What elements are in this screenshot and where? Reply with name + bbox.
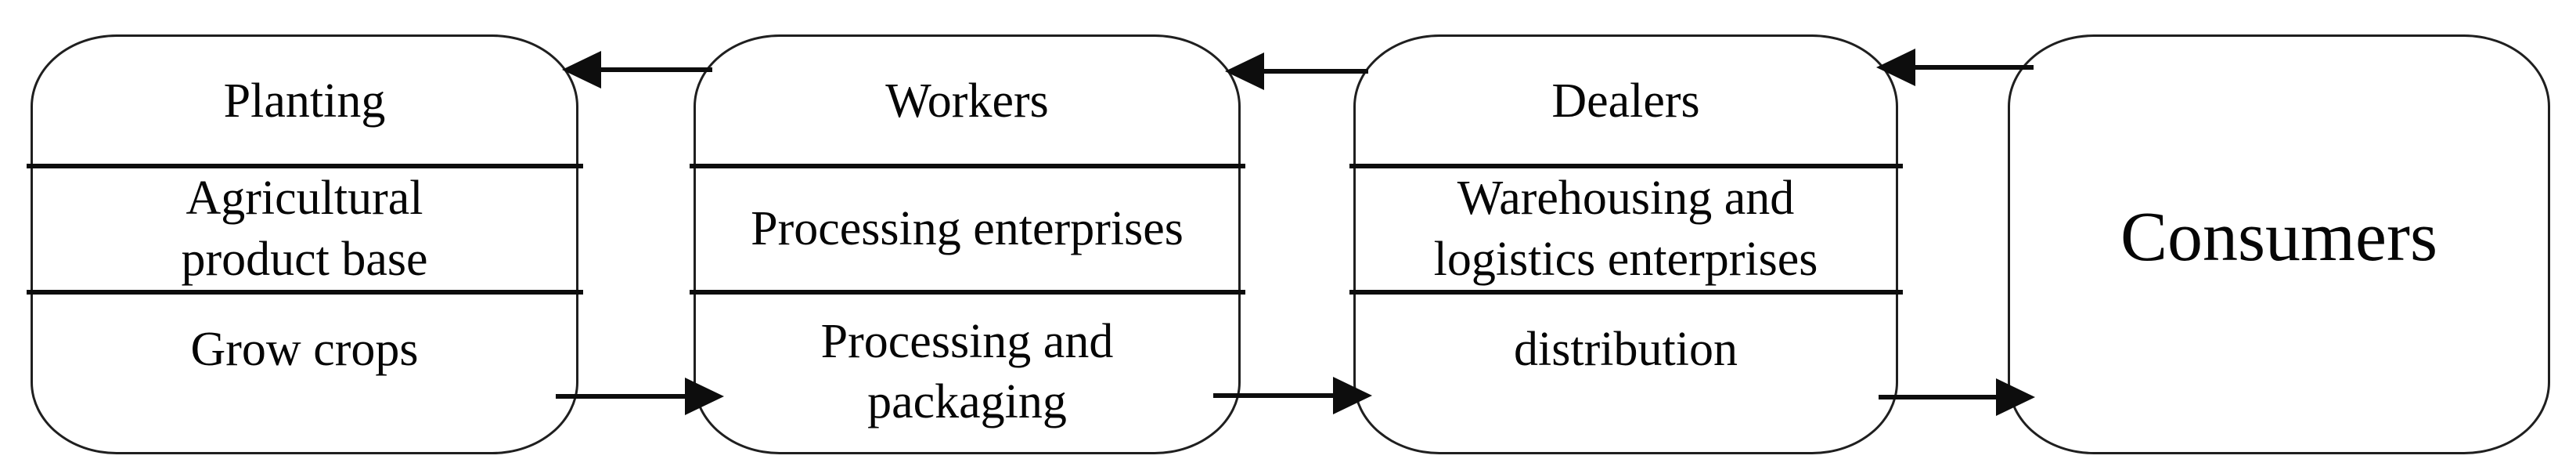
warehousing-logistics-label: Warehousing and logistics enterprises bbox=[1433, 172, 1818, 286]
divider-line bbox=[690, 290, 1245, 295]
agricultural-product-base-label: Agricultural product base bbox=[181, 172, 428, 286]
arrow-shaft bbox=[1879, 395, 1996, 400]
node-workers: Workers Processing enterprises Processin… bbox=[690, 34, 1245, 454]
arrow-shaft bbox=[601, 67, 712, 72]
arrowhead-left-icon bbox=[1225, 52, 1264, 90]
node-planting-row-entity: Agricultural product base bbox=[33, 166, 576, 292]
arrow-shaft bbox=[1264, 69, 1368, 74]
processing-and-packaging-label: Processing and packaging bbox=[820, 314, 1114, 429]
node-planting-row-title: Planting bbox=[33, 37, 576, 166]
node-workers-row-activity: Processing and packaging bbox=[696, 292, 1238, 452]
processing-enterprises-label: Processing enterprises bbox=[751, 201, 1184, 255]
divider-line bbox=[27, 290, 583, 295]
arrowhead-left-icon bbox=[1876, 49, 1915, 86]
dealers-label: Dealers bbox=[1551, 74, 1700, 128]
node-planting: Planting Agricultural product base Grow … bbox=[27, 34, 583, 454]
arrowhead-right-icon bbox=[1996, 378, 2035, 416]
arrowhead-right-icon bbox=[685, 378, 724, 415]
divider-line bbox=[1349, 290, 1903, 295]
arrow-shaft bbox=[1915, 65, 2034, 70]
node-dealers-row-title: Dealers bbox=[1356, 37, 1896, 166]
node-dealers-row-entity: Warehousing and logistics enterprises bbox=[1356, 166, 1896, 292]
node-consumers: Consumers bbox=[2008, 34, 2550, 454]
consumers-label: Consumers bbox=[2120, 197, 2437, 276]
divider-line bbox=[690, 164, 1245, 168]
node-workers-row-title: Workers bbox=[696, 37, 1238, 166]
arrow-shaft bbox=[1213, 393, 1333, 398]
node-planting-row-activity: Grow crops bbox=[33, 292, 576, 452]
arrow-shaft bbox=[556, 394, 685, 399]
grow-crops-label: Grow crops bbox=[190, 323, 419, 377]
node-consumers-row: Consumers bbox=[2010, 37, 2548, 452]
planting-label: Planting bbox=[223, 74, 386, 128]
node-dealers: Dealers Warehousing and logistics enterp… bbox=[1349, 34, 1903, 454]
divider-line bbox=[27, 164, 583, 168]
node-workers-row-entity: Processing enterprises bbox=[696, 166, 1238, 292]
arrowhead-left-icon bbox=[562, 51, 601, 89]
distribution-label: distribution bbox=[1514, 323, 1738, 377]
workers-label: Workers bbox=[885, 74, 1049, 128]
node-dealers-row-activity: distribution bbox=[1356, 292, 1896, 452]
divider-line bbox=[1349, 164, 1903, 168]
arrowhead-right-icon bbox=[1333, 377, 1372, 414]
